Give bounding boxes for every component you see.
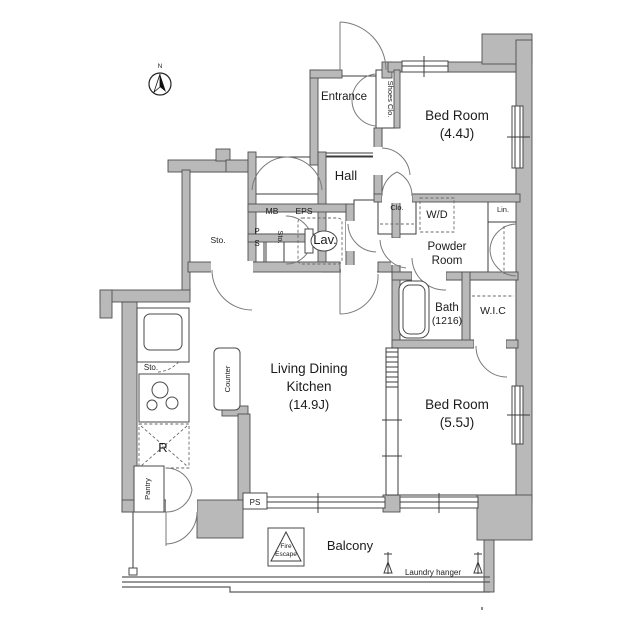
pipe-space-lower-box	[242, 492, 268, 510]
shoes-closet-label: Shoes Clo.	[386, 81, 395, 118]
powder-room-door	[379, 239, 407, 269]
powder-cabinet-box	[487, 221, 519, 279]
bedroom1-size: (4.4J)	[440, 126, 475, 141]
bathtub	[398, 280, 430, 339]
compass-north-label: N	[158, 63, 163, 70]
entrance-door	[339, 21, 387, 71]
compass-needle-light	[153, 73, 161, 94]
ldk-door	[339, 272, 379, 315]
entrance-room	[313, 75, 377, 161]
bedroom1-room	[381, 71, 517, 195]
washer-dryer-box	[419, 197, 455, 233]
wic-label: W.I.C	[480, 305, 506, 317]
bath-label: Bath	[435, 302, 459, 314]
counter-box	[213, 347, 241, 411]
storage-hall-door	[211, 269, 253, 311]
storage-hall-room	[187, 171, 251, 265]
pipe-space-lower-label: PS	[250, 498, 261, 507]
powder-room-label1: Powder	[428, 241, 467, 253]
ldk-label2: Kitchen	[286, 379, 331, 394]
window-bedroom1-right	[507, 105, 530, 169]
compass-needle-dark	[160, 74, 166, 92]
balcony-label: Balcony	[327, 538, 374, 553]
shoes-closet-doors	[351, 73, 377, 127]
toilet	[297, 217, 343, 265]
stove	[138, 373, 190, 423]
closet-doors	[381, 171, 413, 197]
mb-eps-box	[253, 193, 321, 235]
pipe-space-upper-p: P	[254, 227, 259, 236]
scale-mark	[481, 607, 483, 610]
eps-label: EPS	[295, 206, 312, 216]
window-bedroom2-balcony	[399, 493, 479, 513]
linen-label: Lin.	[497, 205, 509, 214]
powder-room-label2: Room	[432, 255, 463, 267]
bedroom2-room	[397, 347, 517, 496]
washer-dryer-label: W/D	[426, 209, 447, 221]
counter-label: Counter	[223, 365, 232, 392]
laundry-pole-right	[473, 552, 483, 574]
closet-label: Clo.	[390, 203, 403, 212]
laundry-pole-left	[383, 552, 393, 574]
labels: Entrance Shoes Clo. Bed Room (4.4J) Hall…	[143, 81, 509, 577]
fire-escape-hatch	[267, 527, 305, 567]
window-top	[401, 56, 449, 77]
wic-door	[475, 345, 508, 378]
refrigerator-label: R	[158, 440, 167, 455]
balcony-door	[165, 511, 198, 546]
lavatory-label: Lav.	[313, 232, 337, 247]
storage-kitchen-label: Sto.	[144, 363, 158, 372]
pipe-space-upper-s: S	[254, 239, 259, 248]
bedroom1-label: Bed Room	[425, 108, 489, 123]
hall-label: Hall	[335, 168, 358, 183]
bath-size: (1216)	[432, 315, 462, 327]
laundry-hanger-label: Laundry hanger	[405, 568, 461, 577]
ldk-label1: Living Dining	[270, 361, 347, 376]
mb-eps-doors	[251, 156, 323, 191]
storage-hall-label: Sto.	[210, 235, 225, 245]
pantry-label: Pantry	[143, 478, 152, 500]
storage-lav-label: Sto.	[276, 230, 285, 243]
window-bedroom2-right	[507, 385, 530, 445]
pantry-box	[133, 465, 165, 513]
ldk-size: (14.9J)	[289, 397, 329, 412]
meter-box-label: MB	[266, 206, 279, 216]
compass: N	[148, 63, 172, 96]
fixtures	[133, 197, 514, 513]
pantry-doors	[165, 467, 193, 513]
kitchen-sink	[136, 307, 190, 363]
window-ldk-balcony	[266, 493, 386, 513]
lavatory-door	[347, 223, 377, 253]
entrance-label: Entrance	[321, 91, 367, 103]
sliding-partition	[382, 347, 402, 496]
balcony-area	[122, 512, 490, 610]
fire-escape-label1: Fire	[280, 543, 292, 550]
powder-cabinet-doors	[489, 223, 517, 277]
fire-escape-label2: Escape	[275, 551, 297, 558]
bedroom2-label: Bed Room	[425, 397, 489, 412]
bedroom2-size: (5.5J)	[440, 415, 475, 430]
bedroom1-door	[381, 147, 411, 176]
